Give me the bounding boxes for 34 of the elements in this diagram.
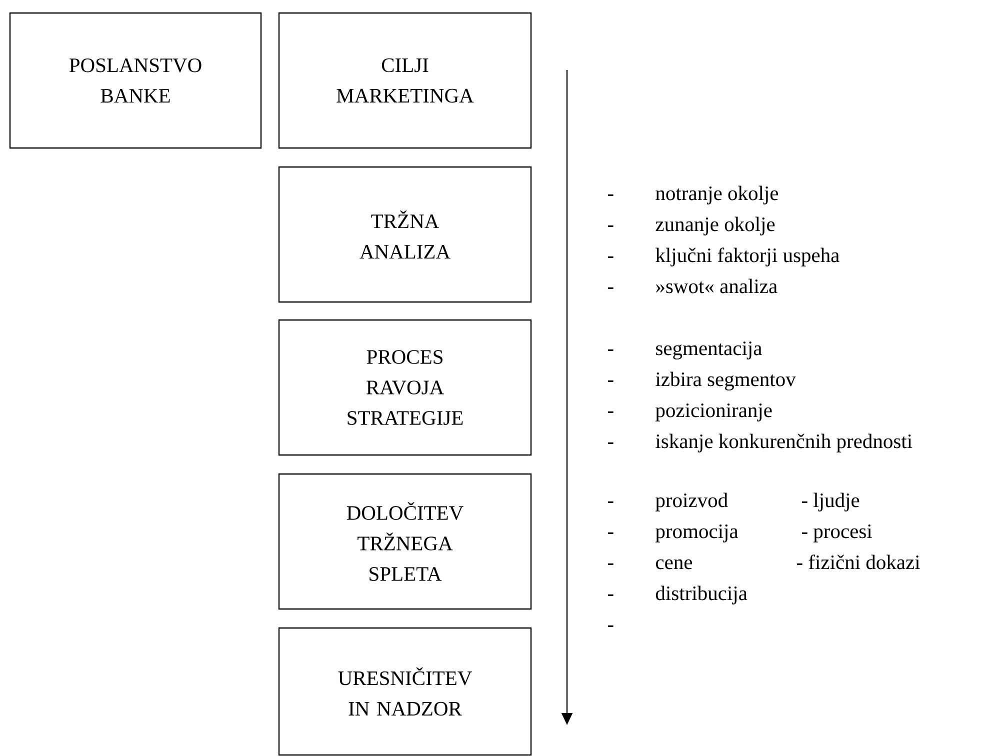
list-item: ključni faktorji uspeha xyxy=(656,248,840,266)
list-item: notranje okolje xyxy=(656,186,778,204)
list-item: izbira segmentov xyxy=(656,372,796,390)
list-dash: - xyxy=(608,563,614,565)
list-dash: - xyxy=(608,501,614,503)
list-dash: - xyxy=(608,411,614,413)
list-item: »swot« analiza xyxy=(656,278,778,294)
list-dash: - xyxy=(608,380,614,382)
process-box: TRŽNA ANALIZA xyxy=(278,166,532,303)
list-item: segmentacija xyxy=(656,341,762,360)
list-dash: - xyxy=(608,349,614,351)
process-box: PROCES RAVOJA STRATEGIJE xyxy=(278,319,532,456)
list-dash: - xyxy=(608,594,614,596)
list-dash: - xyxy=(608,287,614,289)
list-item: iskanje konkurenčnih prednosti xyxy=(656,434,912,452)
list-dash: - xyxy=(608,225,614,227)
list-dash: - xyxy=(608,532,614,534)
list-item: pozicioniranje xyxy=(656,403,772,422)
list-dash: - xyxy=(608,194,614,196)
list-item: proizvod xyxy=(656,492,728,512)
list-dash: - xyxy=(608,256,614,258)
list-item: cene xyxy=(656,559,692,570)
process-box: URESNIČITEV IN NADZOR xyxy=(278,627,532,756)
list-dash: - xyxy=(608,625,614,627)
list-item: - ljudje xyxy=(802,492,860,512)
list-dash: - xyxy=(608,442,614,444)
process-box: CILJI MARKETINGA xyxy=(278,12,532,149)
list-item: promocija xyxy=(656,524,738,542)
process-box: POSLANSTVO BANKE xyxy=(9,12,262,149)
process-box: DOLOČITEV TRŽNEGA SPLETA xyxy=(278,473,532,610)
list-item: - procesi xyxy=(802,524,872,542)
list-item: - fizični dokazi xyxy=(796,554,920,570)
list-item: zunanje okolje xyxy=(656,216,775,236)
list-item: distribucija xyxy=(656,586,748,604)
